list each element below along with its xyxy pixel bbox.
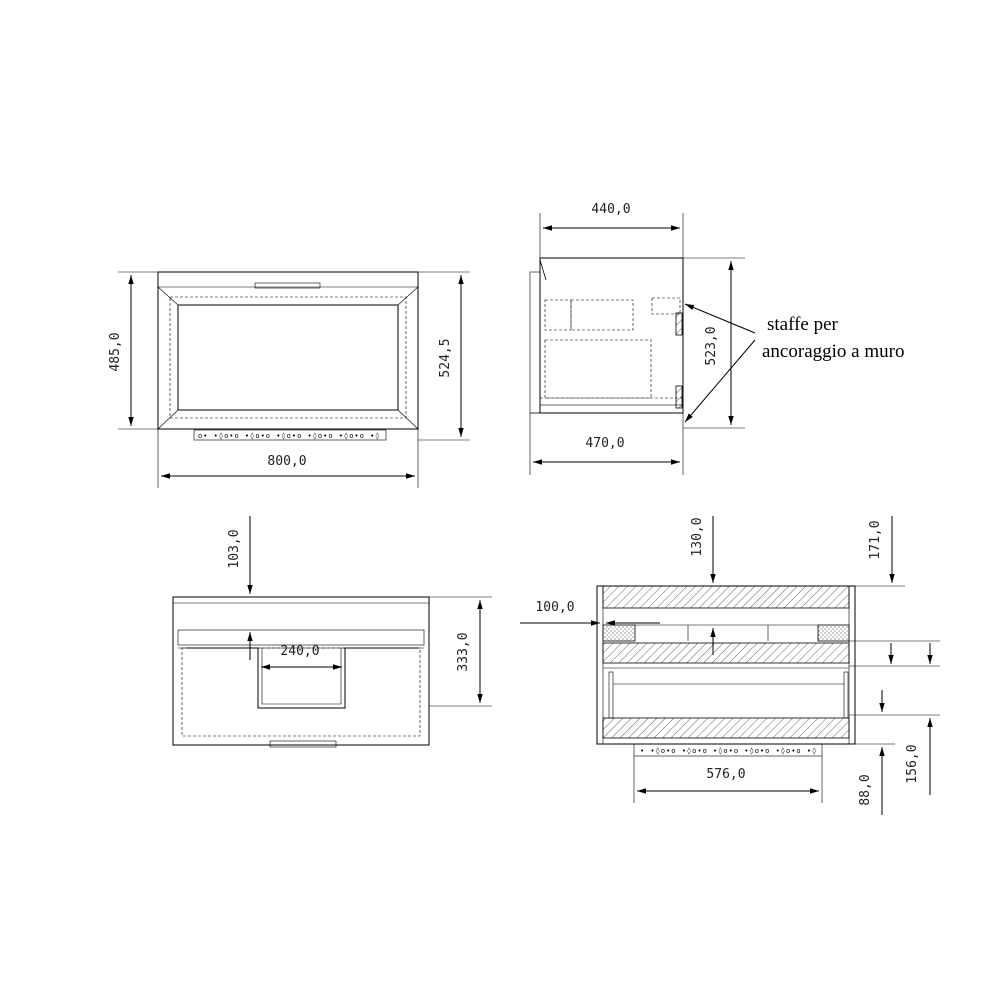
top-view: 103,0 240,0 333,0	[172, 516, 492, 748]
wall-bracket-note: staffe per ancoraggio a muro	[762, 314, 904, 362]
dim-130: 130,0	[690, 517, 705, 556]
dim-524-5: 524,5	[438, 338, 453, 377]
svg-text:• •◊o•o •◊o•o •◊o•o •◊o•o •◊o: • •◊o•o •◊o•o •◊o•o •◊o•o •◊o•o •◊	[640, 747, 817, 755]
dim-100: 100,0	[535, 600, 574, 615]
dim-240: 240,0	[280, 644, 319, 659]
note-line-2: ancoraggio a muro	[762, 341, 904, 362]
section-view: • •◊o•o •◊o•o •◊o•o •◊o•o •◊o•o •◊ 130,0…	[520, 516, 940, 815]
dim-523: 523,0	[704, 326, 719, 365]
dim-800: 800,0	[267, 454, 306, 469]
svg-text:o• •◊o•o •◊o•o •◊o•o •◊o•o •◊: o• •◊o•o •◊o•o •◊o•o •◊o•o •◊o•o •◊	[198, 432, 381, 440]
dim-576: 576,0	[706, 767, 745, 782]
dim-171: 171,0	[868, 520, 883, 559]
front-view: o• •◊o•o •◊o•o •◊o•o •◊o•o •◊o•o •◊ 485,…	[108, 271, 470, 488]
dim-485: 485,0	[108, 332, 123, 371]
dim-440: 440,0	[591, 202, 630, 217]
dim-88: 88,0	[858, 774, 873, 805]
note-line-1: staffe per	[767, 314, 839, 335]
dim-156: 156,0	[905, 744, 920, 783]
dim-103: 103,0	[227, 529, 242, 568]
side-view: 440,0 523,0 470,0	[529, 202, 756, 475]
dim-333: 333,0	[456, 632, 471, 671]
dim-470: 470,0	[585, 436, 624, 451]
